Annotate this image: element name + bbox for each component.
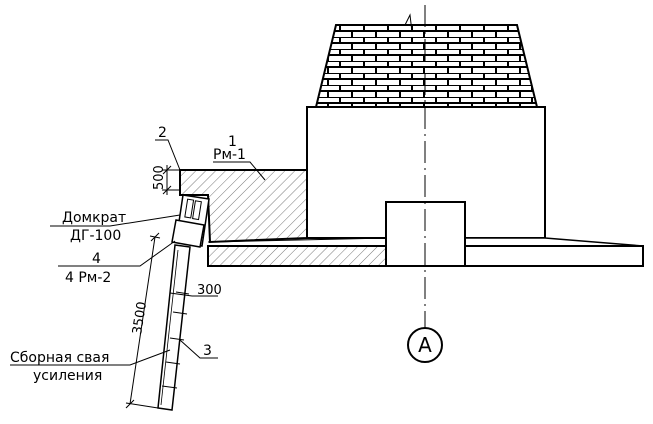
pile-inner-line: [160, 249, 179, 406]
pile-joint: [161, 385, 178, 389]
item1-mark: Рм-1: [213, 147, 246, 163]
jack-base: [171, 219, 205, 248]
dimension-lines: [125, 165, 218, 409]
item1-number: 1: [228, 134, 237, 150]
item3-number: 3: [203, 343, 212, 359]
dim-300: 300: [197, 283, 222, 298]
axis-label: А: [418, 333, 432, 357]
jack-cylinder: [192, 200, 202, 221]
axis-bubble: [407, 327, 443, 363]
precast-pile: [157, 244, 191, 411]
pile-joint: [172, 311, 188, 315]
break-mark: [404, 13, 413, 33]
jack-icon: [184, 198, 195, 219]
pile-joint: [169, 337, 185, 341]
item2-number: 2: [158, 125, 167, 141]
footing-slab-right: [464, 245, 644, 267]
leader-lines: [10, 139, 266, 366]
pile-label-line1: Сборная свая: [10, 350, 109, 366]
item4-number: 4: [92, 251, 101, 267]
pile-joint: [175, 291, 190, 295]
slab-edge: [207, 237, 387, 243]
jack-model: ДГ-100: [70, 228, 121, 244]
pile-assembly: [157, 194, 210, 411]
dim-500: 500: [152, 165, 167, 190]
reinforcement-slab: [207, 245, 387, 267]
pile-label-line2: усиления: [33, 368, 102, 384]
item4-mark: 4 Рм-2: [65, 270, 111, 286]
footing-slab-wedge: [464, 237, 644, 247]
dim-3500: 3500: [130, 301, 150, 336]
jack-name: Домкрат: [62, 210, 126, 226]
brick-wall: [314, 24, 539, 108]
pile-joint: [165, 361, 181, 365]
